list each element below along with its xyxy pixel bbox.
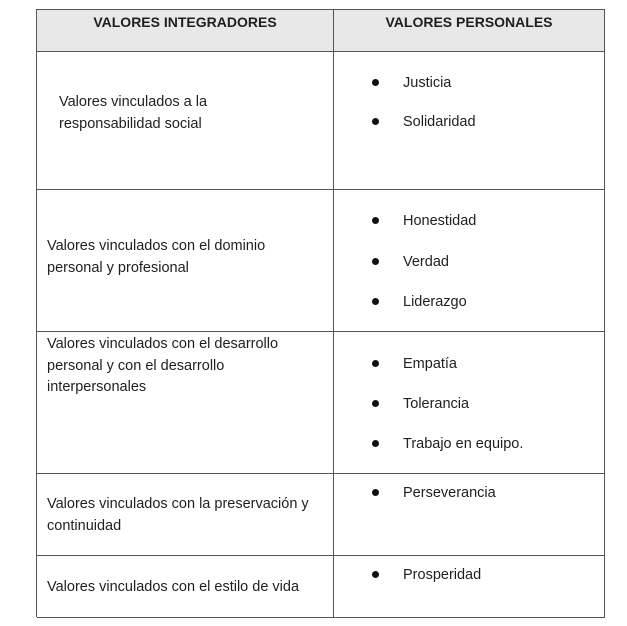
header-integradores: VALORES INTEGRADORES <box>93 14 277 30</box>
list-item-label: Solidaridad <box>403 114 476 130</box>
list-item-label: Honestidad <box>403 213 477 229</box>
list-item-label: Perseverancia <box>403 485 496 501</box>
personales-cell: Honestidad Verdad Liderazgo <box>334 190 605 331</box>
bullet-icon <box>372 79 379 86</box>
list-item-label: Tolerancia <box>403 396 470 412</box>
integrador-cell: Valores vinculados a la responsabilidad … <box>37 52 334 189</box>
integrador-cell: Valores vinculados con el desarrollo per… <box>37 332 334 473</box>
list-item: Liderazgo <box>334 292 605 312</box>
list-item: Tolerancia <box>334 394 605 414</box>
list-item: Trabajo en equipo. <box>334 434 605 454</box>
personales-cell: Empatía Tolerancia Trabajo en equipo. <box>334 332 605 473</box>
list-item: Empatía <box>334 354 605 374</box>
list-item-label: Justicia <box>403 75 452 91</box>
header-personales: VALORES PERSONALES <box>385 14 553 30</box>
header-row: VALORES INTEGRADORES VALORES PERSONALES <box>37 10 605 52</box>
integrador-text: Valores vinculados con el estilo de vida <box>47 579 300 595</box>
list-item: Justicia <box>334 73 605 93</box>
bullet-icon <box>372 118 379 125</box>
list-item-label: Prosperidad <box>403 567 482 583</box>
bullet-icon <box>372 360 379 367</box>
list-item-label: Liderazgo <box>403 294 467 310</box>
table-row: Valores vinculados con la preservación y… <box>37 474 605 556</box>
list-item-label: Trabajo en equipo. <box>403 436 524 452</box>
bullet-icon <box>372 258 379 265</box>
list-item: Perseverancia <box>334 483 605 503</box>
integrador-text: Valores vinculados con el desarrollo per… <box>47 336 279 395</box>
bullet-icon <box>372 298 379 305</box>
personales-cell: Prosperidad <box>334 556 605 617</box>
list-item: Solidaridad <box>334 112 605 132</box>
personales-cell: Justicia Solidaridad <box>334 52 605 189</box>
bullet-icon <box>372 400 379 407</box>
integrador-text: Valores vinculados con el dominio person… <box>47 238 266 276</box>
integrador-cell: Valores vinculados con el estilo de vida <box>37 556 334 617</box>
list-item: Honestidad <box>334 211 605 231</box>
integrador-cell: Valores vinculados con la preservación y… <box>37 474 334 555</box>
list-item: Prosperidad <box>334 565 605 585</box>
list-item-label: Verdad <box>403 254 449 270</box>
table-row: Valores vinculados con el dominio person… <box>37 190 605 332</box>
table-row: Valores vinculados con el estilo de vida… <box>37 556 605 618</box>
personales-cell: Perseverancia <box>334 474 605 555</box>
table-row: Valores vinculados a la responsabilidad … <box>37 52 605 190</box>
integrador-cell: Valores vinculados con el dominio person… <box>37 190 334 331</box>
bullet-icon <box>372 489 379 496</box>
header-cell-integradores: VALORES INTEGRADORES <box>37 10 334 51</box>
integrador-text: Valores vinculados con la preservación y… <box>47 496 309 534</box>
table-row: Valores vinculados con el desarrollo per… <box>37 332 605 474</box>
header-cell-personales: VALORES PERSONALES <box>334 10 605 51</box>
bullet-icon <box>372 217 379 224</box>
integrador-text: Valores vinculados a la responsabilidad … <box>59 94 208 132</box>
list-item: Verdad <box>334 252 605 272</box>
bullet-icon <box>372 440 379 447</box>
values-table: VALORES INTEGRADORES VALORES PERSONALES … <box>36 9 605 618</box>
list-item-label: Empatía <box>403 356 457 372</box>
bullet-icon <box>372 571 379 578</box>
